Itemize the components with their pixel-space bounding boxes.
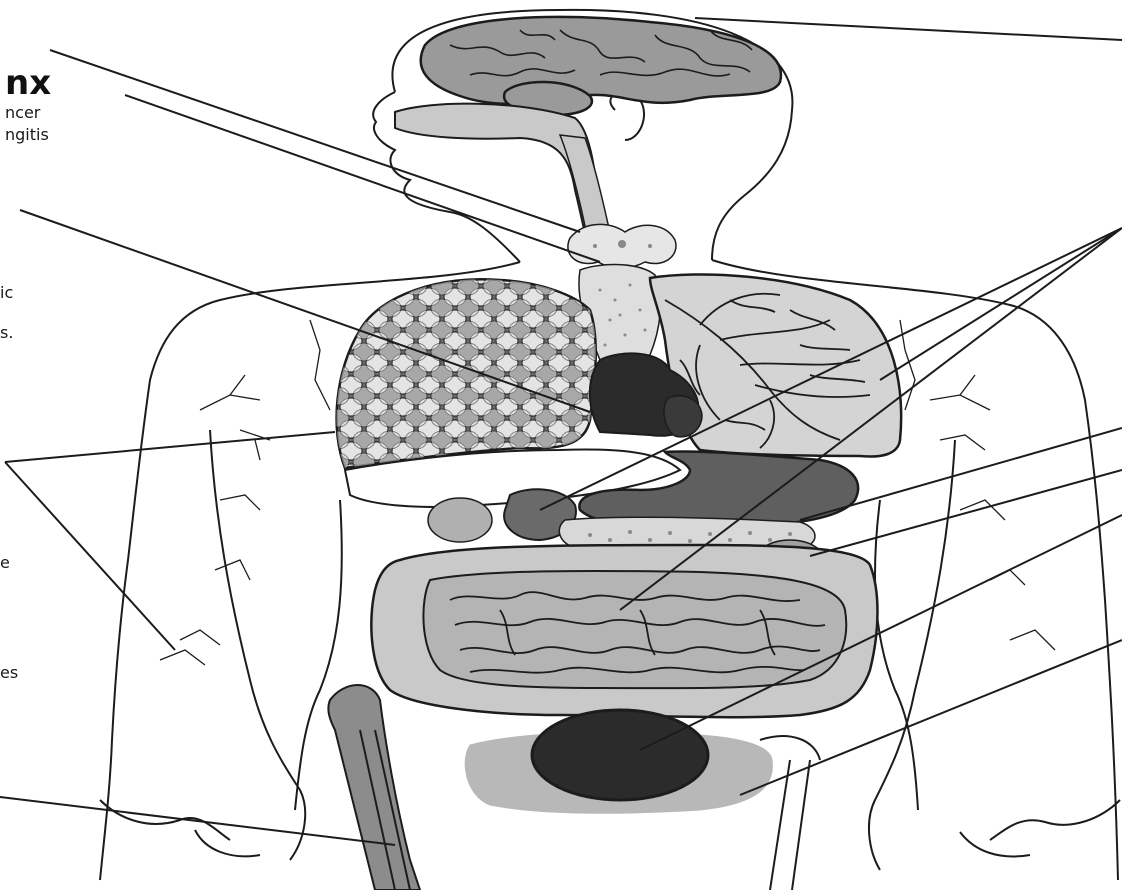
label-line-2: ngitis [5, 125, 49, 144]
left-kidney [428, 498, 492, 542]
thyroid [568, 224, 676, 268]
right-lung-overlay [337, 279, 596, 468]
heart-lobe [664, 396, 702, 437]
label-es: es [0, 663, 18, 682]
heading-label: nx [5, 63, 51, 103]
label-ic: ic [0, 283, 13, 302]
label-s-dot: s. [0, 323, 13, 342]
label-e: e [0, 553, 10, 572]
label-line-1: ncer [5, 103, 41, 122]
femur [328, 685, 420, 890]
bladder [532, 710, 708, 800]
